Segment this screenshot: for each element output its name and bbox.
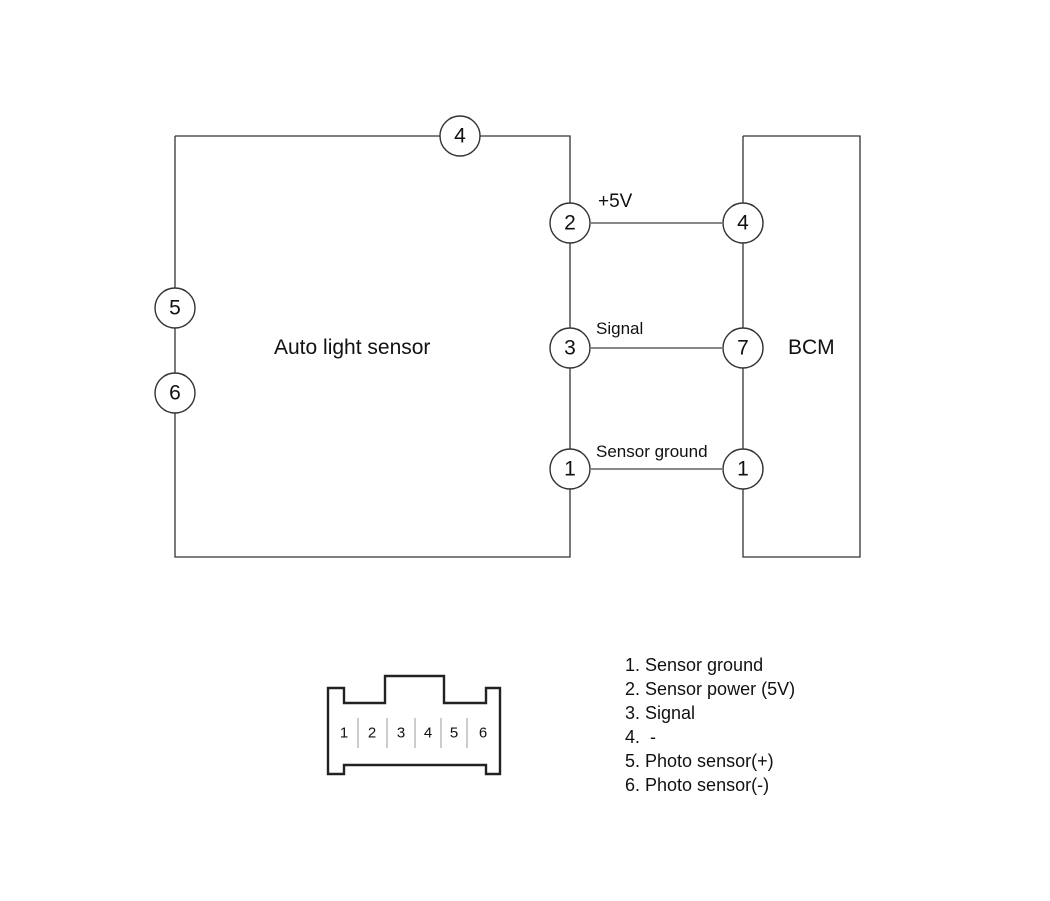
signal-wire-label: Signal: [596, 319, 643, 338]
cavity-6: 6: [479, 725, 487, 742]
bcm-pin-1-label: 1: [737, 458, 749, 481]
bcm-label: BCM: [788, 336, 835, 359]
cavity-3: 3: [397, 725, 405, 742]
harness-wires: +5V Signal Sensor ground: [591, 191, 722, 470]
sensor-pin-5: 5: [154, 287, 196, 329]
bcm-outline: [742, 135, 861, 558]
sensor-pin-2-label: 2: [564, 212, 576, 235]
legend-item: 2. Sensor power (5V): [625, 679, 795, 699]
sensor-outline: [174, 135, 571, 558]
sensor-pin-6-label: 6: [169, 382, 181, 405]
cavity-2: 2: [368, 725, 376, 742]
sensor-pin-5-label: 5: [169, 297, 181, 320]
bcm-pin-4-label: 4: [737, 212, 749, 235]
bcm-block: BCM: [742, 135, 861, 558]
bcm-pin-7-label: 7: [737, 337, 749, 360]
bcm-pin-7: 7: [722, 327, 764, 369]
connector-housing: [326, 674, 502, 776]
bcm-pin-4: 4: [722, 202, 764, 244]
sensor-pin-6: 6: [154, 372, 196, 414]
auto-light-sensor-block: Auto light sensor: [174, 135, 571, 558]
sensor-pin-1: 1: [549, 448, 591, 490]
sensor-pin-1-label: 1: [564, 458, 576, 481]
sensor-pin-4-label: 4: [454, 125, 466, 148]
legend-item: 3. Signal: [625, 703, 695, 723]
ground-wire-label: Sensor ground: [596, 442, 708, 461]
sensor-label: Auto light sensor: [274, 336, 430, 359]
bcm-pin-1: 1: [722, 448, 764, 490]
connector-face: 1 2 3 4 5 6: [326, 674, 502, 776]
legend-item: 4. -: [625, 727, 656, 747]
legend-item: 6. Photo sensor(-): [625, 775, 769, 795]
power-wire-label: +5V: [598, 191, 633, 212]
legend-item: 5. Photo sensor(+): [625, 751, 774, 771]
sensor-pin-3: 3: [549, 327, 591, 369]
sensor-pin-2: 2: [549, 202, 591, 244]
pin-legend: 1. Sensor ground 2. Sensor power (5V) 3.…: [625, 655, 795, 795]
cavity-1: 1: [340, 725, 348, 742]
sensor-pin-4: 4: [439, 115, 481, 157]
cavity-4: 4: [424, 725, 432, 742]
cavity-5: 5: [450, 725, 458, 742]
legend-item: 1. Sensor ground: [625, 655, 763, 675]
sensor-pin-3-label: 3: [564, 337, 576, 360]
